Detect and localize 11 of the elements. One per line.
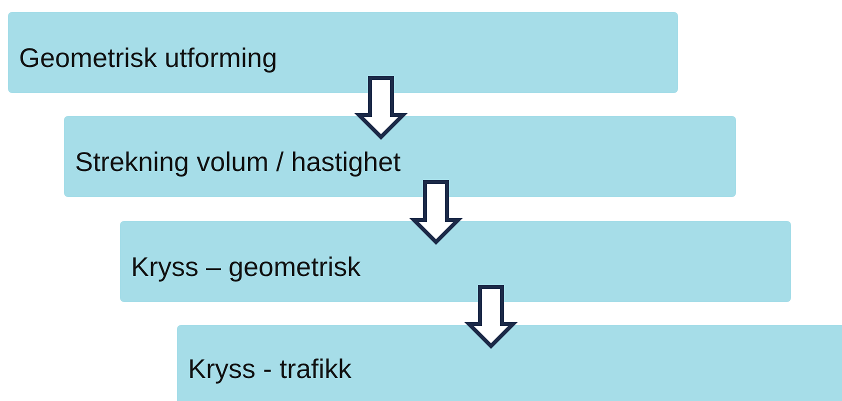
block-arrow <box>409 180 463 245</box>
block-arrow <box>464 285 518 349</box>
box-label: Kryss - trafikk <box>188 354 352 384</box>
box-label: Strekning volum / hastighet <box>75 147 401 178</box>
process-box <box>177 325 842 401</box>
box-label: Geometrisk utforming <box>19 43 278 74</box>
box-label: Kryss – geometrisk <box>131 252 361 283</box>
process-box <box>8 12 678 93</box>
block-arrow <box>354 76 408 140</box>
process-box <box>64 116 736 197</box>
process-box <box>120 221 791 302</box>
